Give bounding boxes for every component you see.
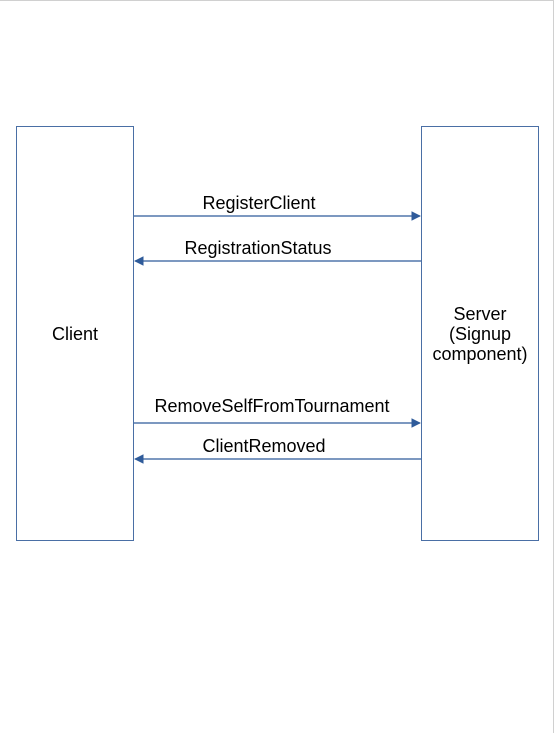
message-label-client-removed: ClientRemoved — [202, 436, 326, 456]
message-label-registration-status: RegistrationStatus — [184, 238, 332, 258]
server-label: Server (Signup component) — [432, 303, 528, 364]
message-label-remove-self: RemoveSelfFromTournament — [154, 396, 390, 416]
client-label: Client — [51, 323, 99, 344]
message-label-register-client: RegisterClient — [202, 193, 316, 213]
client-participant-box: Client — [16, 126, 134, 541]
server-participant-box: Server (Signup component) — [421, 126, 539, 541]
